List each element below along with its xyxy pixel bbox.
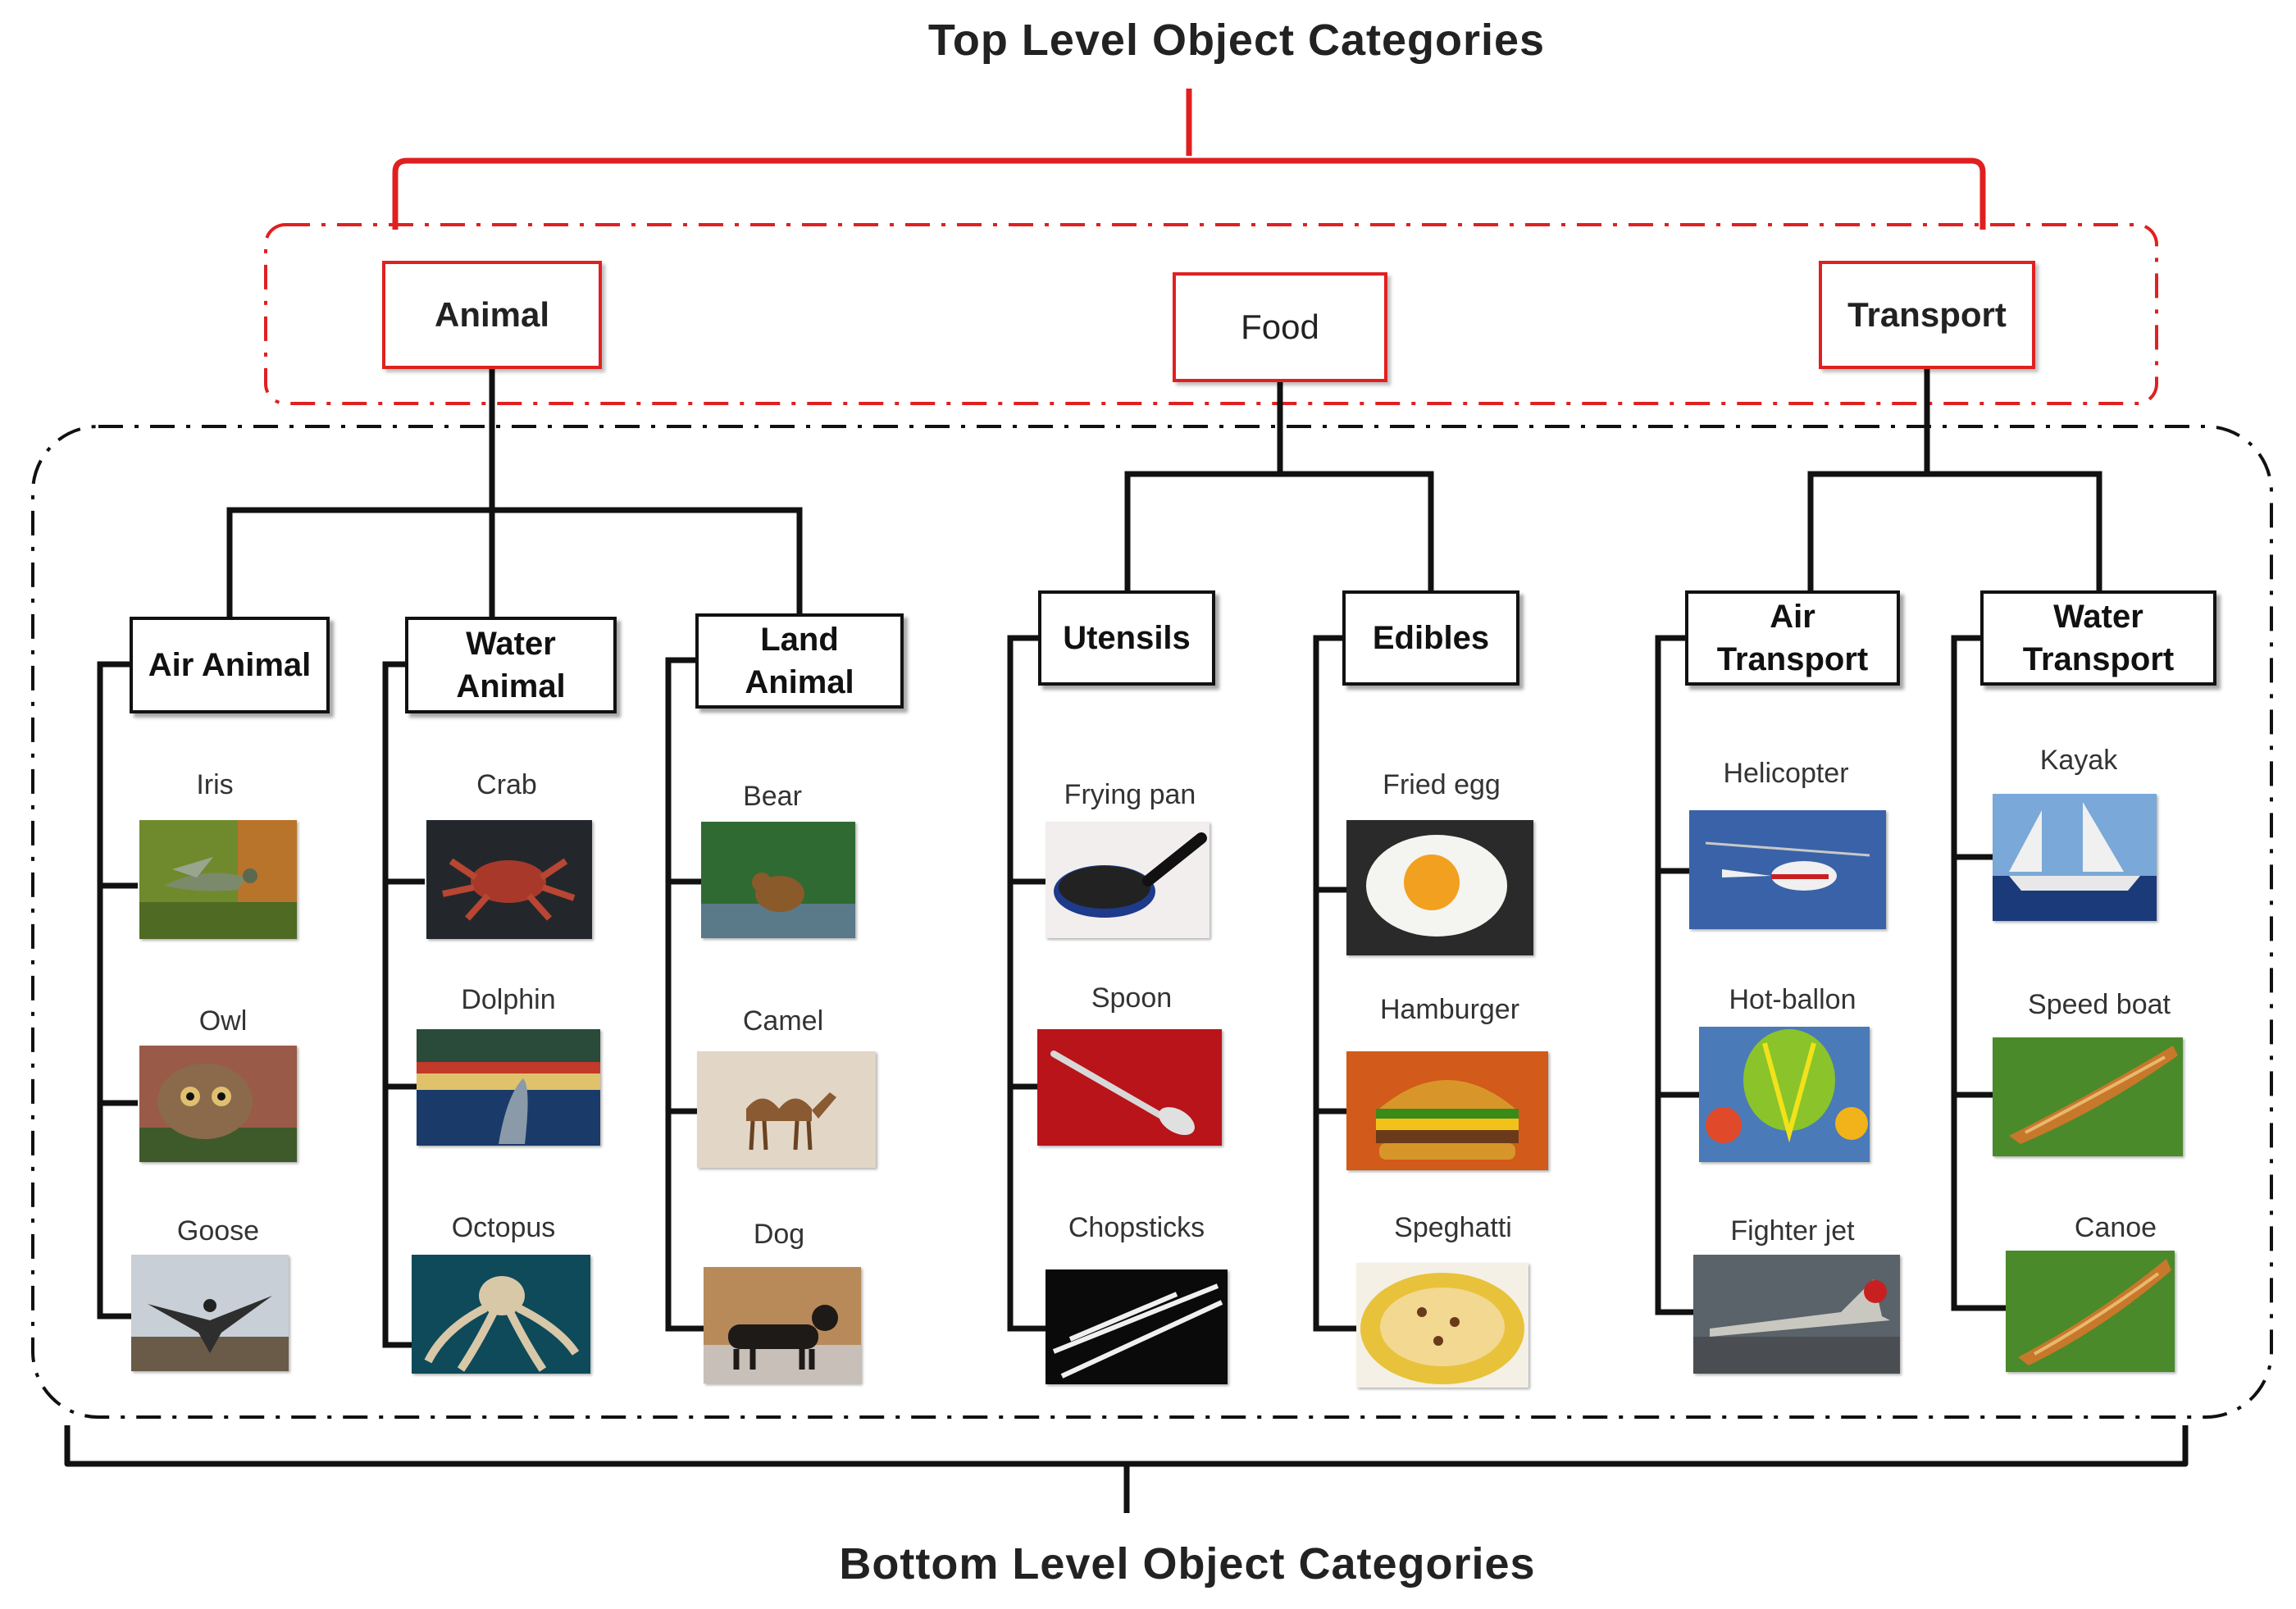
camel-label: Camel (742, 1005, 824, 1037)
crab-image (426, 820, 592, 939)
bottom-level-bracket (64, 1425, 2189, 1513)
frying-pan-label: Frying pan (1064, 779, 1196, 810)
kayak-image (1993, 794, 2157, 921)
canoe-image (2006, 1251, 2175, 1372)
hamburger-image (1346, 1051, 1548, 1170)
edibles-box: Edibles (1342, 590, 1519, 686)
iris-image (139, 820, 297, 939)
hot-ballon-label: Hot-ballon (1729, 984, 1856, 1015)
animal-category-box: Animal (382, 261, 602, 369)
chopsticks-label: Chopsticks (1068, 1212, 1205, 1243)
owl-image (139, 1046, 297, 1162)
bear-image (701, 822, 855, 938)
bottom-level-title: Bottom Level Object Categories (839, 1539, 1536, 1588)
fried-egg-image (1346, 820, 1533, 955)
food-category-box: Food (1173, 272, 1387, 382)
utensils-box: Utensils (1038, 590, 1215, 686)
top-level-bracket (392, 89, 1986, 230)
kayak-label: Kayak (2039, 745, 2118, 776)
dolphin-image (417, 1029, 600, 1146)
canoe-label: Canoe (2074, 1212, 2157, 1243)
owl-label: Owl (198, 1005, 248, 1037)
goose-label: Goose (176, 1215, 260, 1247)
spoon-label: Spoon (1091, 982, 1173, 1014)
bottom-level-region (31, 425, 2273, 1419)
transport-category-box: Transport (1819, 261, 2035, 369)
fighter-jet-label: Fighter jet (1730, 1215, 1855, 1247)
helicopter-label: Helicopter (1723, 758, 1849, 789)
speed-boat-image (1993, 1037, 2183, 1156)
chopsticks-image (1046, 1269, 1228, 1384)
land-animal-box: Land Animal (695, 613, 904, 709)
helicopter-image (1689, 810, 1886, 929)
fighter-jet-image (1693, 1255, 1900, 1374)
goose-image (131, 1255, 289, 1371)
water-transport-box: Water Transport (1980, 590, 2216, 686)
air-animal-box: Air Animal (130, 617, 330, 713)
water-animal-box: Water Animal (405, 617, 617, 713)
speghatti-label: Speghatti (1394, 1212, 1512, 1243)
octopus-image (412, 1255, 590, 1374)
speghatti-image (1356, 1263, 1528, 1388)
air-transport-box: Air Transport (1685, 590, 1900, 686)
camel-image (697, 1051, 876, 1168)
bear-label: Bear (743, 781, 802, 812)
dolphin-label: Dolphin (461, 984, 556, 1015)
octopus-label: Octopus (451, 1212, 556, 1243)
spoon-image (1037, 1029, 1222, 1146)
dog-image (704, 1267, 861, 1383)
hot-ballon-image (1699, 1027, 1870, 1162)
speed-boat-label: Speed boat (2028, 989, 2171, 1020)
iris-label: Iris (196, 769, 234, 800)
top-level-title: Top Level Object Categories (927, 16, 1546, 65)
frying-pan-image (1046, 822, 1210, 938)
dog-label: Dog (753, 1219, 805, 1250)
fried-egg-label: Fried egg (1383, 769, 1501, 800)
tree-lines (97, 369, 2102, 1348)
hamburger-label: Hamburger (1379, 994, 1520, 1025)
crab-label: Crab (476, 769, 537, 800)
